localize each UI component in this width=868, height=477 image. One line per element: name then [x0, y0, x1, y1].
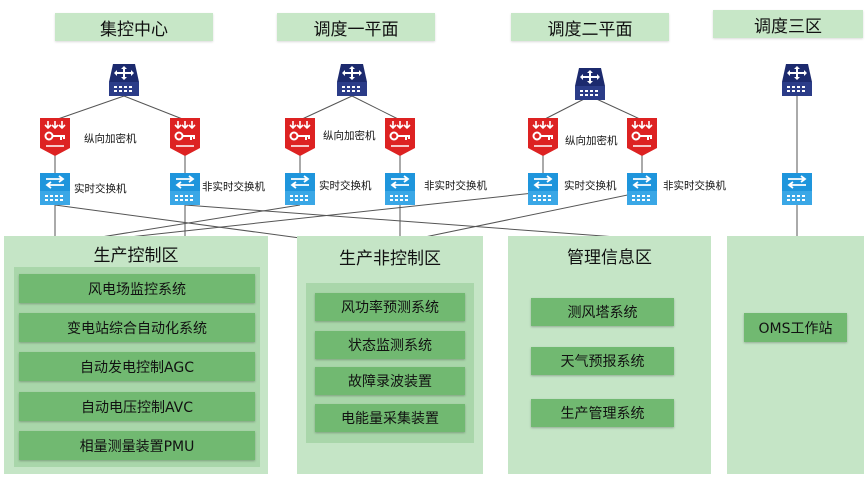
zone-management-info: 管理信息区 测风塔系统 天气预报系统 生产管理系统: [508, 236, 711, 474]
realtime-switch-label: 实时交换机: [564, 180, 617, 192]
encryptor-icon: [170, 118, 200, 156]
encryptor-icon: [40, 118, 70, 156]
zone-production-control: 生产控制区 风电场监控系统 变电站综合自动化系统 自动发电控制AGC 自动电压控…: [4, 236, 268, 474]
zone-inner-panel: 风功率预测系统 状态监测系统 故障录波装置 电能量采集装置: [306, 283, 474, 443]
switch-icon: [385, 173, 415, 205]
system-item: 故障录波装置: [315, 367, 465, 395]
switch-icon: [627, 173, 657, 205]
system-item: 状态监测系统: [315, 331, 465, 359]
encryptor-label: 纵向加密机: [84, 133, 137, 145]
zone-title: 生产控制区: [93, 246, 179, 266]
nonrealtime-switch-label: 非实时交换机: [424, 180, 487, 192]
encryptor-icon: [285, 118, 315, 156]
dispatch-label-plane2: 调度二平面: [511, 13, 669, 41]
router-icon: [782, 64, 812, 96]
zone-dispatch3: OMS工作站: [727, 236, 864, 474]
system-item: 风电场监控系统: [19, 274, 255, 303]
switch-icon: [40, 173, 70, 205]
encryptor-icon: [528, 118, 558, 156]
encryptor-icon: [627, 118, 657, 156]
router-icon: [109, 64, 139, 96]
zone-inner-panel: 风电场监控系统 变电站综合自动化系统 自动发电控制AGC 自动电压控制AVC 相…: [14, 267, 260, 467]
system-item: OMS工作站: [744, 313, 847, 342]
system-item: 测风塔系统: [531, 298, 674, 326]
system-item: 风功率预测系统: [315, 293, 465, 321]
router-icon: [575, 68, 605, 100]
dispatch-label-zone3: 调度三区: [713, 10, 863, 38]
switch-icon: [528, 173, 558, 205]
system-item: 天气预报系统: [531, 347, 674, 375]
router-icon: [337, 64, 367, 96]
switch-icon: [170, 173, 200, 205]
zone-production-noncontrol: 生产非控制区 风功率预测系统 状态监测系统 故障录波装置 电能量采集装置: [297, 236, 483, 474]
nonrealtime-switch-label: 非实时交换机: [663, 180, 726, 192]
zone-title: 生产非控制区: [339, 249, 441, 269]
system-item: 自动电压控制AVC: [19, 392, 255, 421]
system-item: 自动发电控制AGC: [19, 352, 255, 381]
encryptor-icon: [385, 118, 415, 156]
zone-title: 管理信息区: [567, 248, 652, 268]
realtime-switch-label: 实时交换机: [74, 183, 127, 195]
realtime-switch-label: 实时交换机: [319, 180, 372, 192]
system-item: 生产管理系统: [531, 399, 674, 427]
dispatch-label-jikong: 集控中心: [55, 13, 213, 41]
dispatch-label-plane1: 调度一平面: [277, 13, 435, 41]
system-item: 变电站综合自动化系统: [19, 313, 255, 342]
nonrealtime-switch-label: 非实时交换机: [202, 181, 265, 193]
switch-icon: [285, 173, 315, 205]
system-item: 相量测量装置PMU: [19, 431, 255, 460]
encryptor-label: 纵向加密机: [565, 135, 618, 147]
encryptor-label: 纵向加密机: [323, 130, 376, 142]
system-item: 电能量采集装置: [315, 404, 465, 432]
switch-icon: [782, 173, 812, 205]
